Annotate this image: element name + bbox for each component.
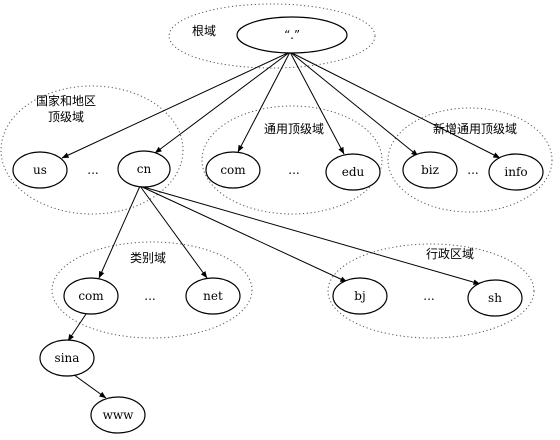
- country-tld-label-line2: 顶级域: [48, 110, 84, 124]
- edge-root-biz: [289, 51, 419, 157]
- node-com-cn-label: com: [78, 289, 104, 303]
- root-domain-group: [168, 3, 376, 69]
- node-biz: biz: [402, 151, 458, 189]
- category-domain-label: 类别域: [130, 251, 166, 265]
- node-us: us: [12, 151, 68, 189]
- admin-region-group: [327, 243, 535, 339]
- gtld-ellipsis: ...: [288, 163, 299, 177]
- edge-root-us: [61, 51, 291, 159]
- node-root-label: “.”: [284, 28, 300, 42]
- edge-root-info: [289, 51, 501, 159]
- node-net-label: net: [203, 289, 223, 303]
- admin-ellipsis: ...: [423, 289, 434, 303]
- node-cn: cn: [117, 150, 171, 188]
- node-info-label: info: [504, 165, 527, 179]
- node-sina: sina: [39, 339, 95, 377]
- node-www: www: [90, 396, 146, 434]
- edge-cn-net: [139, 185, 208, 279]
- edge-root-cn: [154, 51, 291, 154]
- generic-tld-group: [201, 105, 383, 215]
- edge-cn-sh: [139, 185, 481, 285]
- edge-root-edu: [289, 51, 345, 155]
- node-edu: edu: [325, 153, 381, 191]
- node-edu-label: edu: [342, 165, 365, 179]
- admin-region-label: 行政区域: [426, 247, 474, 261]
- node-bj-label: bj: [354, 289, 365, 303]
- node-us-label: us: [33, 163, 47, 177]
- root-domain-label: 根域: [192, 24, 216, 38]
- node-root: “.”: [236, 16, 348, 54]
- node-sh: sh: [467, 279, 523, 317]
- category-ellipsis: ...: [144, 289, 155, 303]
- edge-root-com: [237, 51, 291, 153]
- node-sh-label: sh: [488, 291, 502, 305]
- node-biz-label: biz: [421, 163, 439, 177]
- category-domain-group: [51, 241, 253, 339]
- node-info: info: [488, 153, 544, 191]
- node-bj: bj: [332, 277, 388, 315]
- new-generic-tld-label: 新增通用顶级域: [433, 121, 517, 136]
- node-cn-label: cn: [137, 162, 152, 176]
- edge-sina-www: [69, 371, 107, 399]
- edge-cn-com: [98, 185, 141, 279]
- node-sina-label: sina: [55, 351, 80, 365]
- edge-cn-bj: [139, 185, 348, 283]
- node-com-gtld-label: com: [220, 163, 246, 177]
- new-generic-tld-group: [387, 107, 553, 213]
- node-www-label: www: [103, 408, 135, 422]
- generic-tld-label: 通用顶级域: [264, 122, 324, 136]
- node-com-cn: com: [63, 277, 119, 315]
- country-tld-group: [0, 85, 184, 215]
- country-tld-label-line1: 国家和地区: [36, 93, 96, 108]
- node-net: net: [185, 277, 241, 315]
- country-ellipsis: ...: [87, 163, 98, 177]
- edge-com-sina: [67, 313, 87, 342]
- new-gtld-ellipsis: ...: [467, 163, 478, 177]
- node-com-gtld: com: [205, 151, 261, 189]
